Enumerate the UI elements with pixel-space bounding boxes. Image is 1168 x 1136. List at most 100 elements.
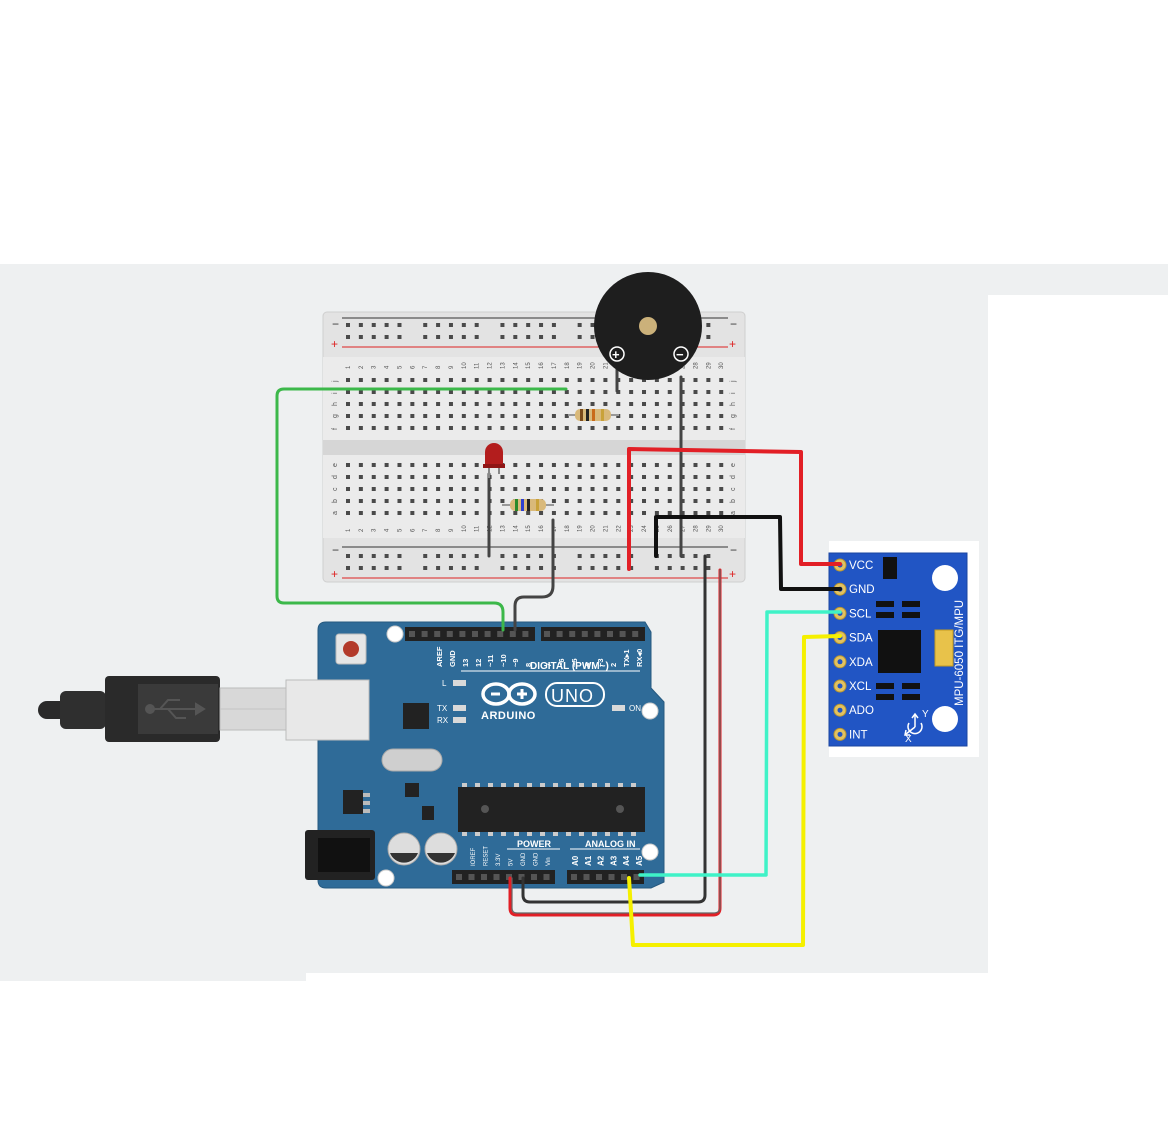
rail-hole[interactable] xyxy=(551,323,556,327)
breadboard-hole[interactable] xyxy=(616,487,621,491)
rail-hole[interactable] xyxy=(526,335,531,339)
breadboard-hole[interactable] xyxy=(461,378,466,382)
breadboard-hole[interactable] xyxy=(706,390,711,394)
breadboard-hole[interactable] xyxy=(448,487,453,491)
breadboard-hole[interactable] xyxy=(680,378,685,382)
breadboard-hole[interactable] xyxy=(423,475,428,479)
rail-hole[interactable] xyxy=(384,554,389,558)
breadboard-hole[interactable] xyxy=(719,487,724,491)
breadboard-hole[interactable] xyxy=(706,463,711,467)
breadboard-hole[interactable] xyxy=(526,475,531,479)
breadboard-hole[interactable] xyxy=(487,402,492,406)
digital-header-hole[interactable] xyxy=(607,631,613,637)
rail-hole[interactable] xyxy=(371,323,376,327)
breadboard-hole[interactable] xyxy=(564,390,569,394)
rail-hole[interactable] xyxy=(590,566,595,570)
breadboard-hole[interactable] xyxy=(590,463,595,467)
breadboard-hole[interactable] xyxy=(436,414,441,418)
power-header-hole[interactable] xyxy=(543,874,550,880)
breadboard-hole[interactable] xyxy=(667,402,672,406)
rail-hole[interactable] xyxy=(397,335,402,339)
rail-hole[interactable] xyxy=(474,554,479,558)
rail-hole[interactable] xyxy=(461,554,466,558)
breadboard-hole[interactable] xyxy=(564,499,569,503)
breadboard-hole[interactable] xyxy=(693,487,698,491)
breadboard-hole[interactable] xyxy=(564,426,569,430)
breadboard-hole[interactable] xyxy=(410,402,415,406)
breadboard-hole[interactable] xyxy=(513,414,518,418)
digital-header-hole[interactable] xyxy=(556,631,563,637)
breadboard-hole[interactable] xyxy=(564,378,569,382)
breadboard-hole[interactable] xyxy=(474,390,479,394)
rail-hole[interactable] xyxy=(346,554,350,558)
breadboard-hole[interactable] xyxy=(397,414,402,418)
breadboard-hole[interactable] xyxy=(358,426,363,430)
digital-header-hole[interactable] xyxy=(569,631,576,637)
breadboard-hole[interactable] xyxy=(526,414,531,418)
breadboard-hole[interactable] xyxy=(629,402,634,406)
breadboard-hole[interactable] xyxy=(551,475,556,479)
breadboard-hole[interactable] xyxy=(526,511,531,515)
rail-hole[interactable] xyxy=(603,566,608,570)
rail-hole[interactable] xyxy=(397,566,402,570)
breadboard-hole[interactable] xyxy=(423,511,428,515)
breadboard-hole[interactable] xyxy=(423,390,428,394)
breadboard-hole[interactable] xyxy=(513,487,518,491)
breadboard-hole[interactable] xyxy=(590,390,595,394)
breadboard-hole[interactable] xyxy=(410,499,415,503)
breadboard-hole[interactable] xyxy=(371,475,376,479)
rail-hole[interactable] xyxy=(577,335,582,339)
breadboard-hole[interactable] xyxy=(654,414,659,418)
resistor-led[interactable] xyxy=(502,499,554,511)
breadboard-hole[interactable] xyxy=(513,463,518,467)
breadboard-hole[interactable] xyxy=(436,463,441,467)
breadboard-hole[interactable] xyxy=(667,463,672,467)
rail-hole[interactable] xyxy=(371,335,376,339)
breadboard-hole[interactable] xyxy=(539,426,544,430)
breadboard-hole[interactable] xyxy=(371,414,376,418)
breadboard-hole[interactable] xyxy=(680,463,685,467)
digital-header-hole[interactable] xyxy=(472,631,478,637)
analog-header-hole[interactable] xyxy=(633,874,640,880)
rail-hole[interactable] xyxy=(616,566,621,570)
breadboard-hole[interactable] xyxy=(706,499,711,503)
rail-hole[interactable] xyxy=(346,323,350,327)
rail-hole[interactable] xyxy=(551,335,556,339)
rail-hole[interactable] xyxy=(590,554,595,558)
breadboard-hole[interactable] xyxy=(667,390,672,394)
digital-header-hole[interactable] xyxy=(594,631,601,637)
breadboard-hole[interactable] xyxy=(500,390,505,394)
breadboard-hole[interactable] xyxy=(448,499,453,503)
breadboard-hole[interactable] xyxy=(654,390,659,394)
breadboard-hole[interactable] xyxy=(448,414,453,418)
breadboard-hole[interactable] xyxy=(564,487,569,491)
rail-hole[interactable] xyxy=(371,566,376,570)
breadboard-hole[interactable] xyxy=(577,426,582,430)
breadboard-hole[interactable] xyxy=(693,426,698,430)
breadboard-hole[interactable] xyxy=(397,390,402,394)
breadboard-hole[interactable] xyxy=(616,426,621,430)
breadboard-hole[interactable] xyxy=(410,378,415,382)
rail-hole[interactable] xyxy=(577,566,582,570)
breadboard-hole[interactable] xyxy=(384,463,389,467)
breadboard-hole[interactable] xyxy=(448,475,453,479)
breadboard-hole[interactable] xyxy=(577,475,582,479)
breadboard-hole[interactable] xyxy=(590,511,595,515)
breadboard-hole[interactable] xyxy=(384,378,389,382)
breadboard-hole[interactable] xyxy=(410,426,415,430)
digital-header-hole[interactable] xyxy=(409,631,415,637)
breadboard-hole[interactable] xyxy=(423,378,428,382)
breadboard-hole[interactable] xyxy=(384,414,389,418)
breadboard-hole[interactable] xyxy=(706,426,711,430)
breadboard-hole[interactable] xyxy=(616,463,621,467)
rail-hole[interactable] xyxy=(706,335,711,339)
breadboard-hole[interactable] xyxy=(448,426,453,430)
breadboard-hole[interactable] xyxy=(461,499,466,503)
wire-yellow-sda[interactable] xyxy=(627,634,842,947)
rail-hole[interactable] xyxy=(616,554,621,558)
breadboard-hole[interactable] xyxy=(397,426,402,430)
rail-hole[interactable] xyxy=(474,323,479,327)
rail-hole[interactable] xyxy=(448,566,453,570)
